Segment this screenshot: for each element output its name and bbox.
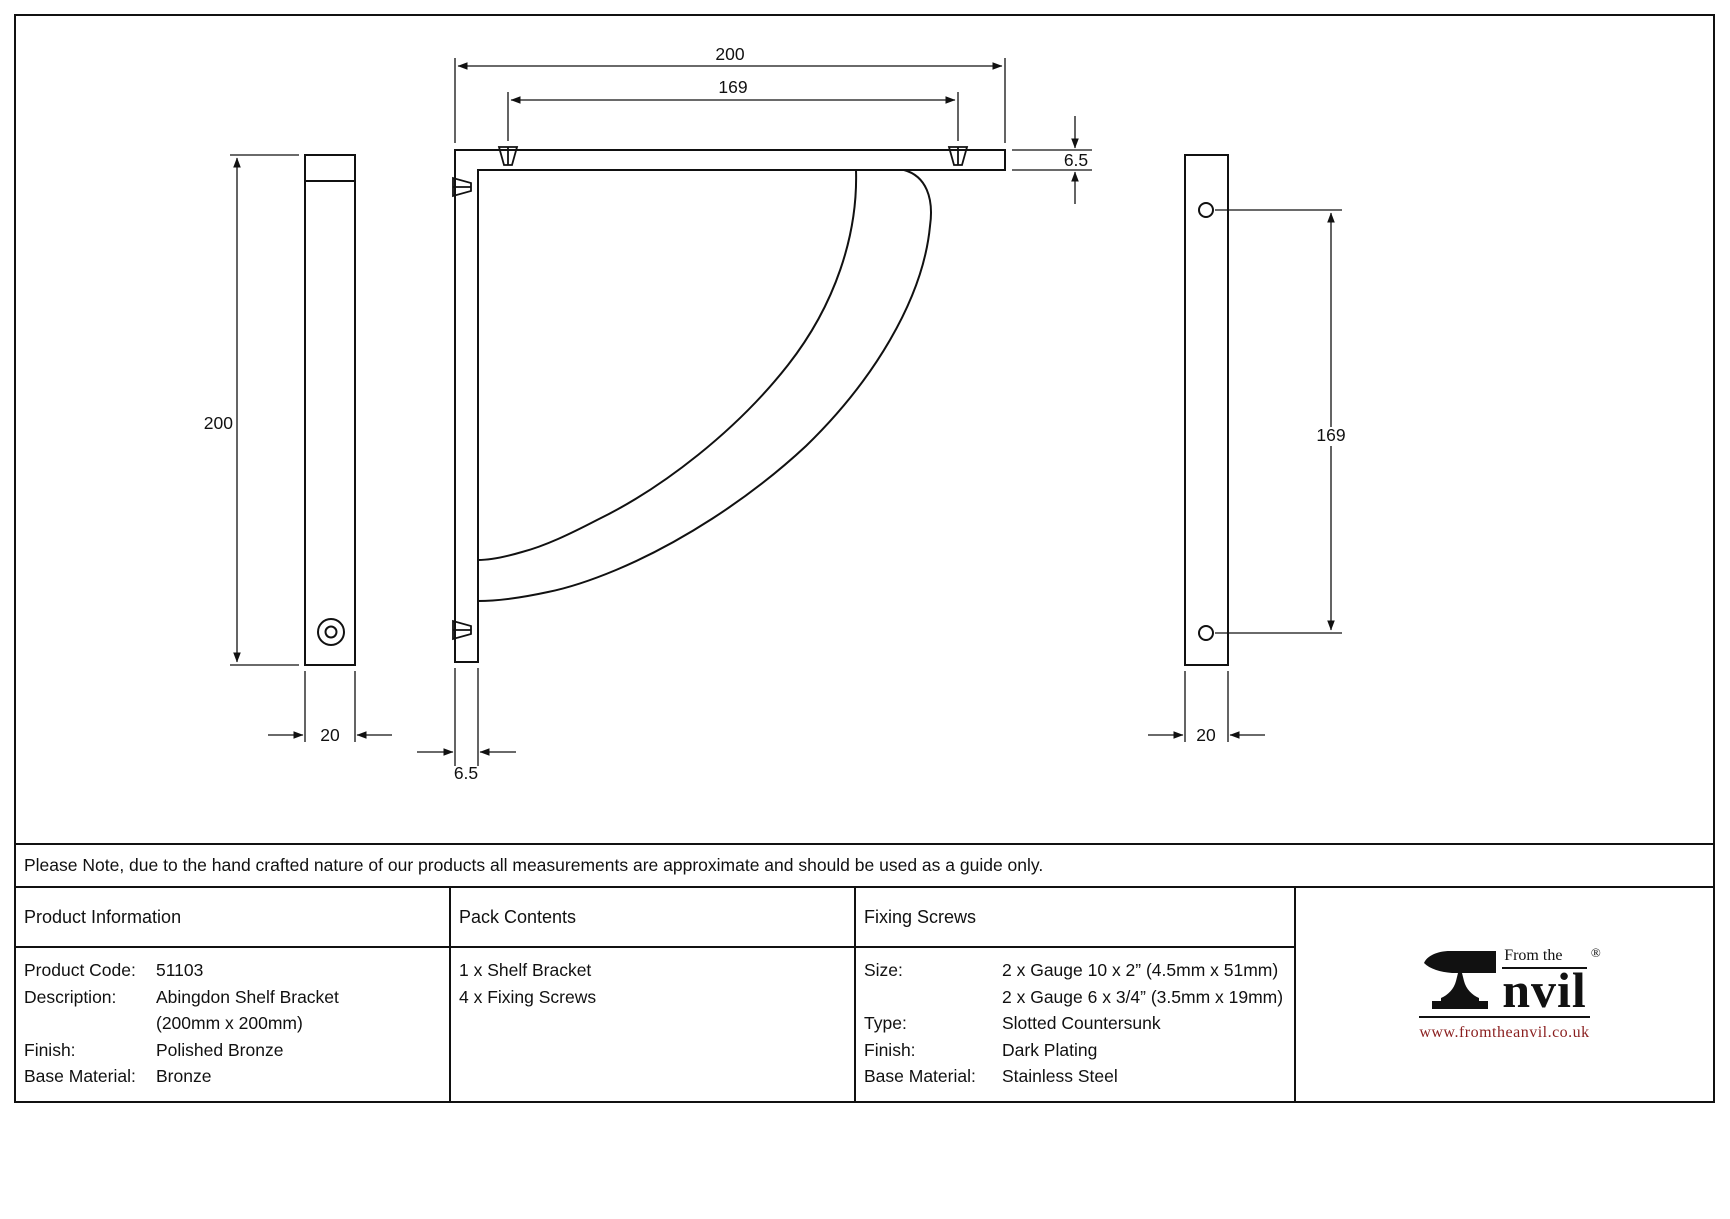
- dim-plate-width: 20: [1196, 725, 1216, 745]
- spec-label: Base Material:: [864, 1066, 976, 1086]
- spec-value: (200mm x 200mm): [156, 1013, 303, 1033]
- pack-item: 4 x Fixing Screws: [459, 986, 597, 1007]
- spec-label: [864, 984, 1002, 1011]
- spec-row: Type: Slotted Countersunk: [864, 1010, 1288, 1037]
- screw-icon: [452, 176, 472, 198]
- dim-upright-thickness: 6.5: [454, 763, 478, 783]
- screw-icons: [452, 146, 969, 641]
- anvil-icon: [1424, 951, 1497, 1009]
- spec-row: Product Code: 51103: [24, 957, 443, 984]
- spec-value: Slotted Countersunk: [1002, 1013, 1161, 1033]
- spec-row: (200mm x 200mm): [24, 1010, 443, 1037]
- registered-mark: ®: [1590, 945, 1601, 960]
- logo-rule: [1419, 1016, 1590, 1018]
- screw-icon: [452, 619, 472, 641]
- dim-side-height: 200: [204, 413, 233, 433]
- logo-name: nvil: [1502, 962, 1587, 1018]
- spec-row: Finish: Polished Bronze: [24, 1037, 443, 1064]
- spec-label: Finish:: [24, 1039, 76, 1060]
- spec-label: Base Material:: [24, 1066, 136, 1086]
- logo-from-the: From the: [1502, 947, 1587, 969]
- spec-label: Size:: [864, 960, 903, 980]
- spec-label: Description:: [24, 986, 117, 1007]
- measurement-note-row: Please Note, due to the hand crafted nat…: [16, 843, 1713, 886]
- spec-value: 2 x Gauge 6 x 3/4” (3.5mm x 19mm): [1002, 986, 1284, 1007]
- product-info-column: Product Information Product Code: 51103 …: [16, 888, 449, 1101]
- spec-value: 51103: [156, 960, 204, 980]
- spec-row: Base Material: Stainless Steel: [864, 1063, 1288, 1090]
- spec-table: Product Information Product Code: 51103 …: [16, 886, 1713, 1101]
- fixing-screws-header: Fixing Screws: [856, 888, 1294, 948]
- pack-contents-header: Pack Contents: [451, 888, 854, 948]
- spec-value: Dark Plating: [1002, 1039, 1098, 1060]
- spec-value: Abingdon Shelf Bracket: [156, 986, 339, 1007]
- spec-sheet: 200 20 200 169 6.5 6.5 169 20 Please Not…: [14, 14, 1715, 1103]
- dim-plate-hole-spacing: 169: [1316, 425, 1345, 445]
- brand-column: From the nvil ® www.fromtheanvil.co.uk: [1294, 888, 1713, 1101]
- spec-label: Type:: [864, 1013, 907, 1033]
- product-info-header: Product Information: [16, 888, 449, 948]
- side-view: [304, 154, 356, 666]
- dim-screw-spacing: 169: [718, 77, 747, 97]
- spec-row: Size: 2 x Gauge 10 x 2” (4.5mm x 51mm): [864, 957, 1288, 984]
- spec-row: 2 x Gauge 6 x 3/4” (3.5mm x 19mm): [864, 984, 1288, 1011]
- dim-shelf-length: 200: [715, 44, 744, 64]
- bracket-profile-view: [454, 149, 1006, 663]
- spec-value: 2 x Gauge 10 x 2” (4.5mm x 51mm): [1002, 960, 1279, 980]
- dim-side-width: 20: [320, 725, 340, 745]
- spec-row: Base Material: Bronze: [24, 1063, 443, 1090]
- spec-label: Finish:: [864, 1039, 916, 1060]
- screw-icon: [947, 146, 969, 166]
- spec-value: Stainless Steel: [1002, 1066, 1118, 1086]
- screw-icon: [497, 146, 519, 166]
- spec-label: Product Code:: [24, 960, 136, 980]
- back-plate-view: [1184, 154, 1229, 666]
- spec-label: [24, 1010, 156, 1037]
- spec-row: Finish: Dark Plating: [864, 1037, 1288, 1064]
- spec-value: Bronze: [156, 1066, 212, 1086]
- logo-website: www.fromtheanvil.co.uk: [1419, 1024, 1590, 1041]
- part-views: [304, 149, 1229, 666]
- spec-row: Description: Abingdon Shelf Bracket: [24, 984, 443, 1011]
- pack-contents-column: Pack Contents 1 x Shelf Bracket 4 x Fixi…: [449, 888, 854, 1101]
- dimension-lines: [230, 58, 1342, 766]
- anvil-logo: From the nvil ® www.fromtheanvil.co.uk: [1419, 945, 1601, 1042]
- dim-shelf-thickness: 6.5: [1064, 150, 1088, 170]
- fixing-screws-column: Fixing Screws Size: 2 x Gauge 10 x 2” (4…: [854, 888, 1294, 1101]
- technical-drawing: 200 20 200 169 6.5 6.5 169 20: [16, 16, 1713, 843]
- note-text: Please Note, due to the hand crafted nat…: [24, 855, 1044, 875]
- spec-value: Polished Bronze: [156, 1039, 284, 1060]
- pack-item: 1 x Shelf Bracket: [459, 960, 592, 980]
